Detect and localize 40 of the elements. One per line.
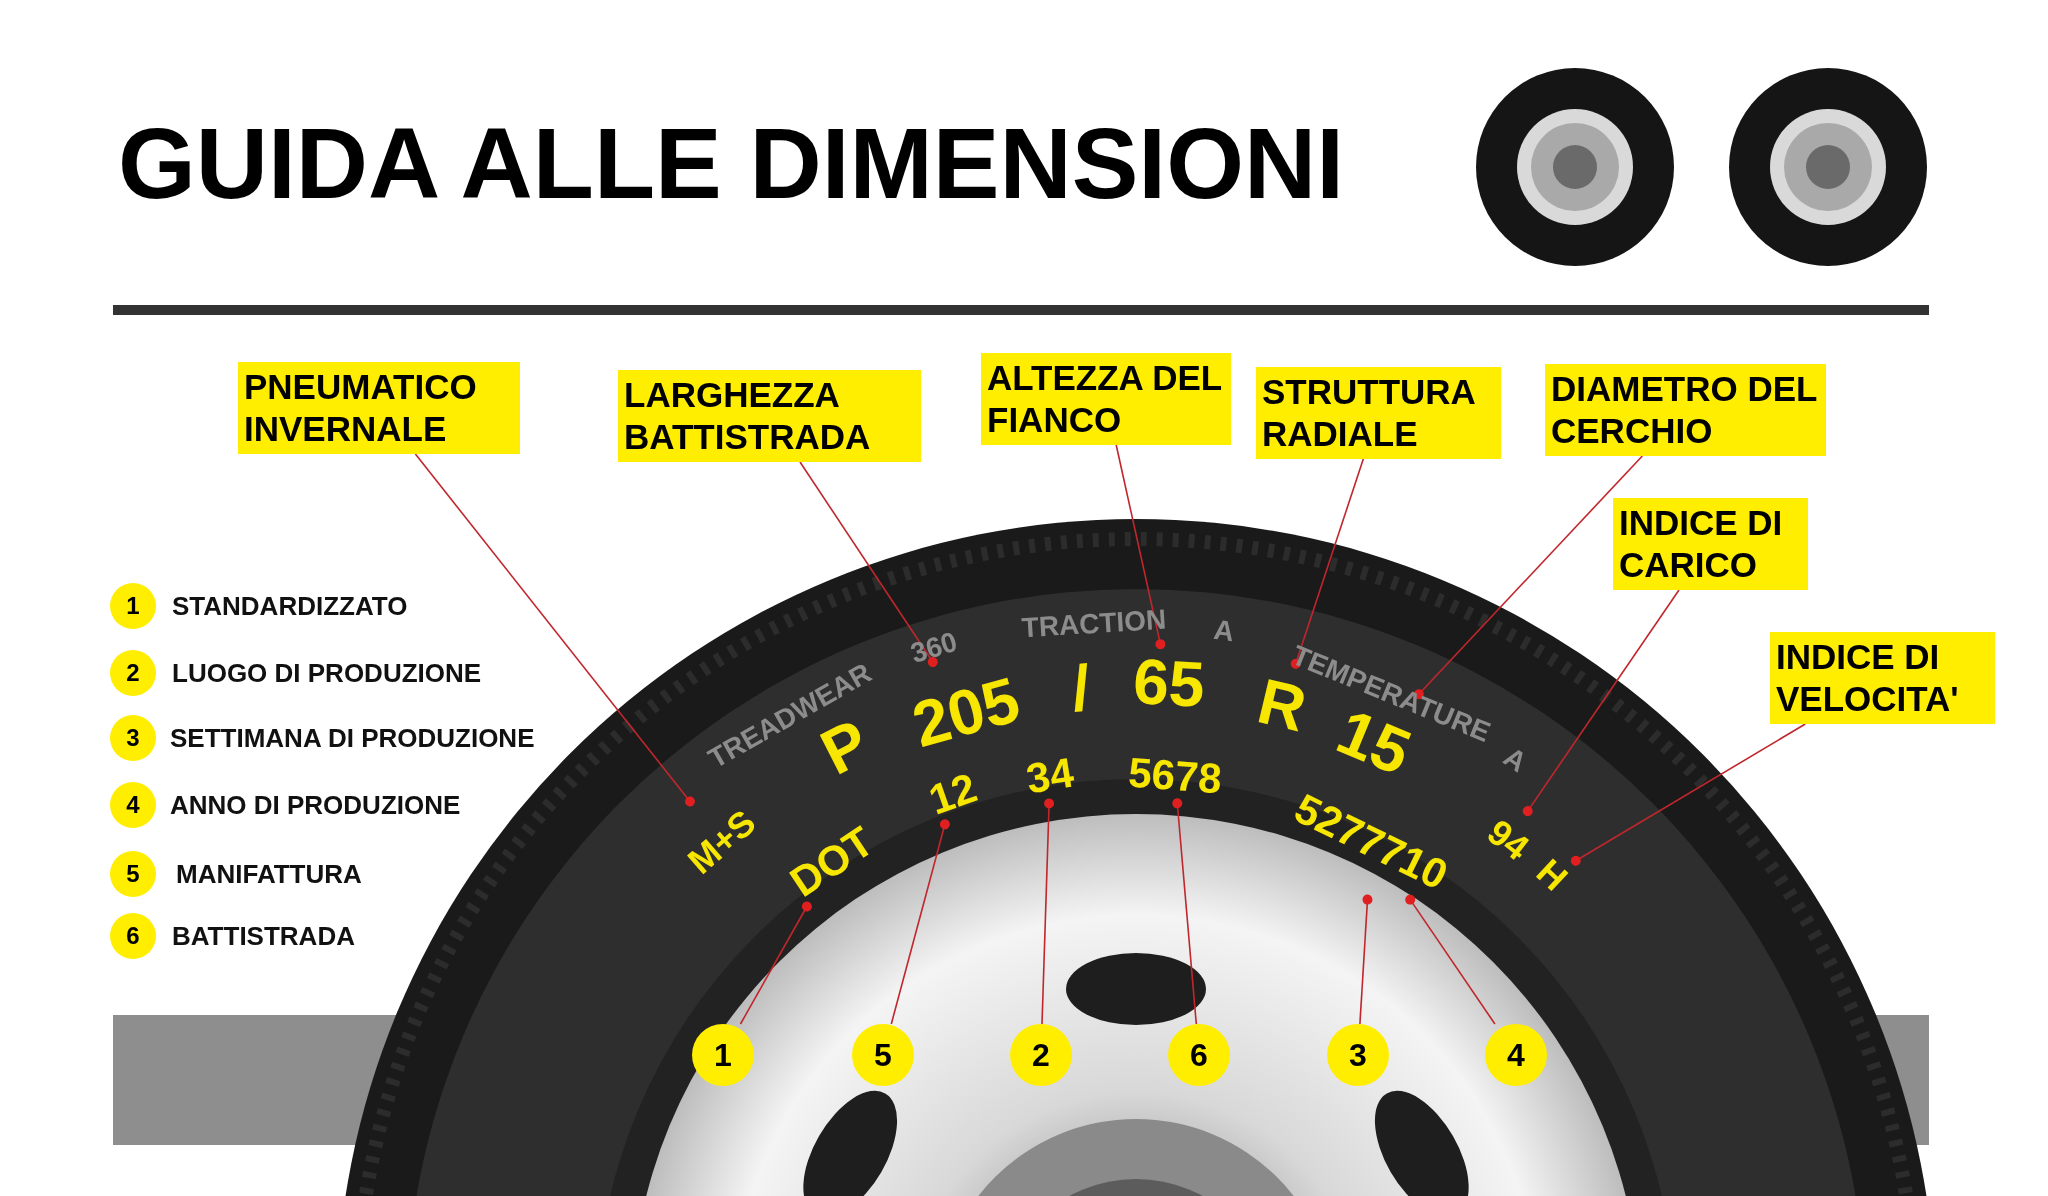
leader-line <box>1413 455 1644 700</box>
legend-text: SETTIMANA DI PRODUZIONE <box>170 722 535 754</box>
sidewall-marking: 5678 <box>1126 748 1224 804</box>
leader-line <box>1522 589 1680 817</box>
sidewall-marking: TRACTION <box>1020 603 1168 645</box>
sidewall-marking: A <box>1497 741 1533 779</box>
callout-label: DIAMETRO DEL CERCHIO <box>1545 364 1826 456</box>
leader-line <box>739 901 812 1025</box>
legend-text: BATTISTRADA <box>172 920 355 952</box>
legend-text: ANNO DI PRODUZIONE <box>170 789 461 821</box>
leader-line <box>799 461 938 667</box>
title: GUIDA ALLE DIMENSIONI <box>118 108 1344 218</box>
legend-number: 2 <box>110 650 156 696</box>
sidewall-marking: / <box>1068 650 1094 726</box>
leader-line <box>1290 458 1365 669</box>
sidewall-marking: 65 <box>1131 644 1207 722</box>
leader-line <box>1115 444 1166 650</box>
callout-label: INDICE DI CARICO <box>1613 498 1808 590</box>
leader-line <box>1172 798 1198 1025</box>
leader-line <box>1405 894 1496 1025</box>
legend-number: 6 <box>110 913 156 959</box>
leader-line <box>1570 723 1807 866</box>
leader-line <box>414 453 695 807</box>
callout-label: PNEUMATICO INVERNALE <box>238 362 520 454</box>
leader-line <box>890 819 950 1025</box>
legend-text: MANIFATTURA <box>176 858 362 890</box>
leader-line <box>1359 894 1373 1025</box>
legend-number: 5 <box>110 851 156 897</box>
callout-label: LARGHEZZA BATTISTRADA <box>618 370 921 462</box>
legend-number: 3 <box>110 715 156 761</box>
sidewall-marking: A <box>1211 613 1237 649</box>
legend-text: LUOGO DI PRODUZIONE <box>172 657 482 689</box>
callout-label: INDICE DI VELOCITA' <box>1770 632 1995 724</box>
legend-number: 4 <box>110 782 156 828</box>
legend-text: STANDARDIZZATO <box>172 590 408 622</box>
callout-label: STRUTTURA RADIALE <box>1256 367 1501 459</box>
callout-label: ALTEZZA DEL FIANCO <box>981 353 1231 445</box>
legend-number: 1 <box>110 583 156 629</box>
leader-line <box>1041 798 1055 1025</box>
sidewall-marking: 12 <box>923 763 983 825</box>
